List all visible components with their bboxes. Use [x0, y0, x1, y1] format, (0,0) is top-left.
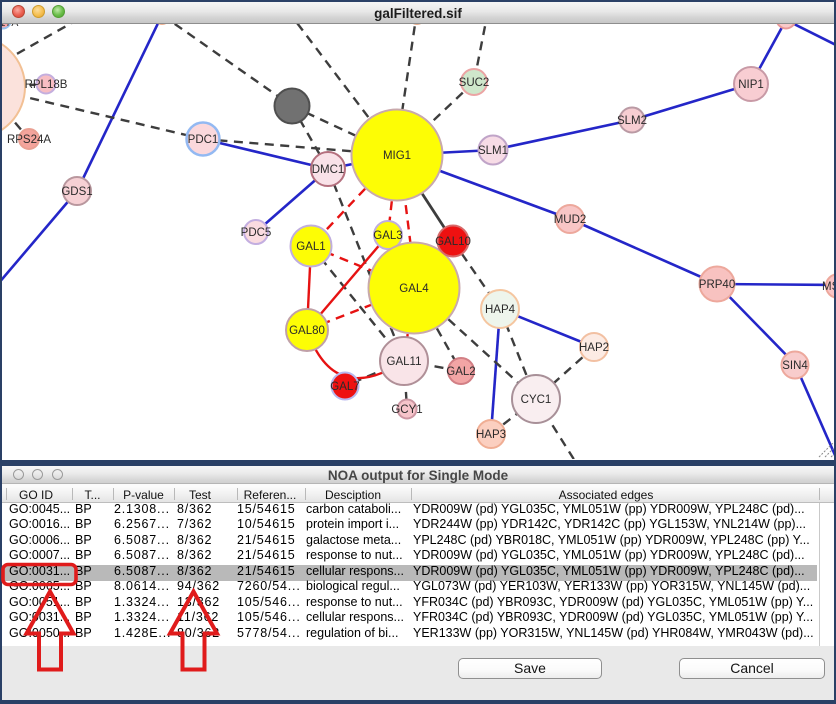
svg-text:MSN5: MSN5: [822, 281, 834, 293]
svg-text:GDS1: GDS1: [61, 186, 92, 198]
svg-text:GAL11: GAL11: [387, 356, 422, 368]
svg-text:SUC2: SUC2: [459, 77, 490, 89]
svg-text:PDC1: PDC1: [188, 134, 219, 146]
svg-text:GAL3: GAL3: [373, 230, 402, 242]
svg-text:GAL2: GAL2: [446, 366, 475, 378]
svg-text:HAP3: HAP3: [476, 429, 506, 441]
svg-text:GAL1: GAL1: [296, 241, 325, 253]
svg-text:SLM2: SLM2: [617, 115, 647, 127]
svg-text:CYC1: CYC1: [521, 394, 552, 406]
svg-text:17A: 17A: [2, 24, 18, 29]
svg-text:GCY1: GCY1: [391, 404, 422, 416]
svg-text:HAP4: HAP4: [485, 304, 516, 316]
svg-text:SLM1: SLM1: [478, 145, 508, 157]
svg-text:DMC1: DMC1: [312, 164, 345, 176]
svg-text:RPL18B: RPL18B: [25, 79, 68, 91]
svg-text:NIP1: NIP1: [738, 79, 764, 91]
svg-text:GAL7: GAL7: [330, 381, 359, 393]
svg-text:MUD2: MUD2: [554, 214, 587, 226]
svg-text:HAP2: HAP2: [579, 342, 609, 354]
svg-text:PDC5: PDC5: [241, 227, 272, 239]
svg-text:RPS24A: RPS24A: [7, 134, 51, 146]
svg-text:GAL80: GAL80: [289, 325, 325, 337]
svg-text:SIN4: SIN4: [782, 360, 808, 372]
svg-text:GAL10: GAL10: [435, 236, 471, 248]
svg-text:PRP40: PRP40: [699, 279, 735, 291]
svg-text:MIG1: MIG1: [383, 150, 411, 162]
svg-text:GAL4: GAL4: [399, 283, 429, 295]
